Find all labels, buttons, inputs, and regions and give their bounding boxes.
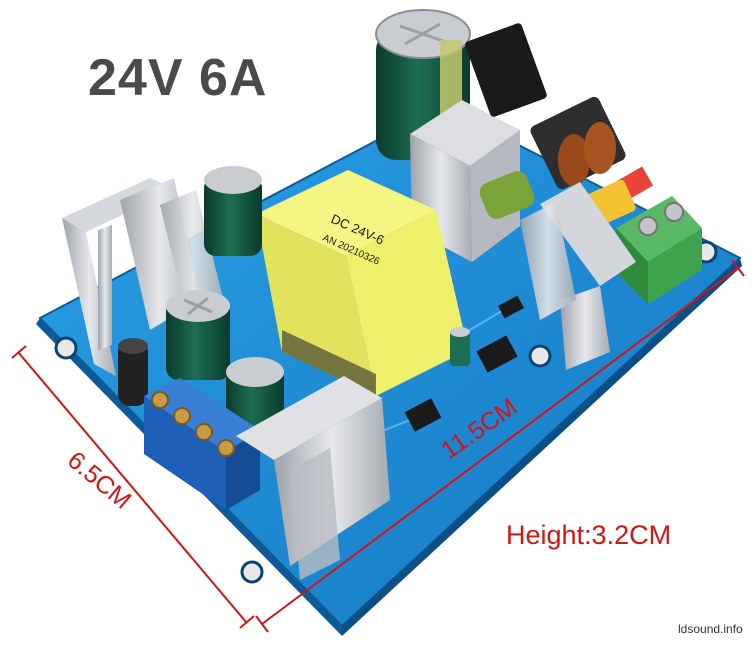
input-filter-choke [530, 96, 626, 190]
front-heatsink [236, 376, 390, 580]
output-inductor [118, 338, 148, 406]
x-capacitor [479, 171, 535, 219]
right-heatsink [520, 182, 636, 370]
primary-heatsink [410, 23, 547, 262]
small-capacitors [204, 166, 470, 366]
height-label: Height:3.2CM [506, 520, 672, 550]
depth-dimension-line [11, 345, 255, 629]
output-terminal-block [144, 378, 260, 510]
watermark: ldsound.info [678, 622, 743, 636]
control-ics [404, 295, 524, 432]
spec-title: 24V 6A [88, 49, 268, 107]
transformer: DC 24V-6 AN 20210326 [256, 170, 468, 396]
width-dimension-line [255, 259, 745, 633]
